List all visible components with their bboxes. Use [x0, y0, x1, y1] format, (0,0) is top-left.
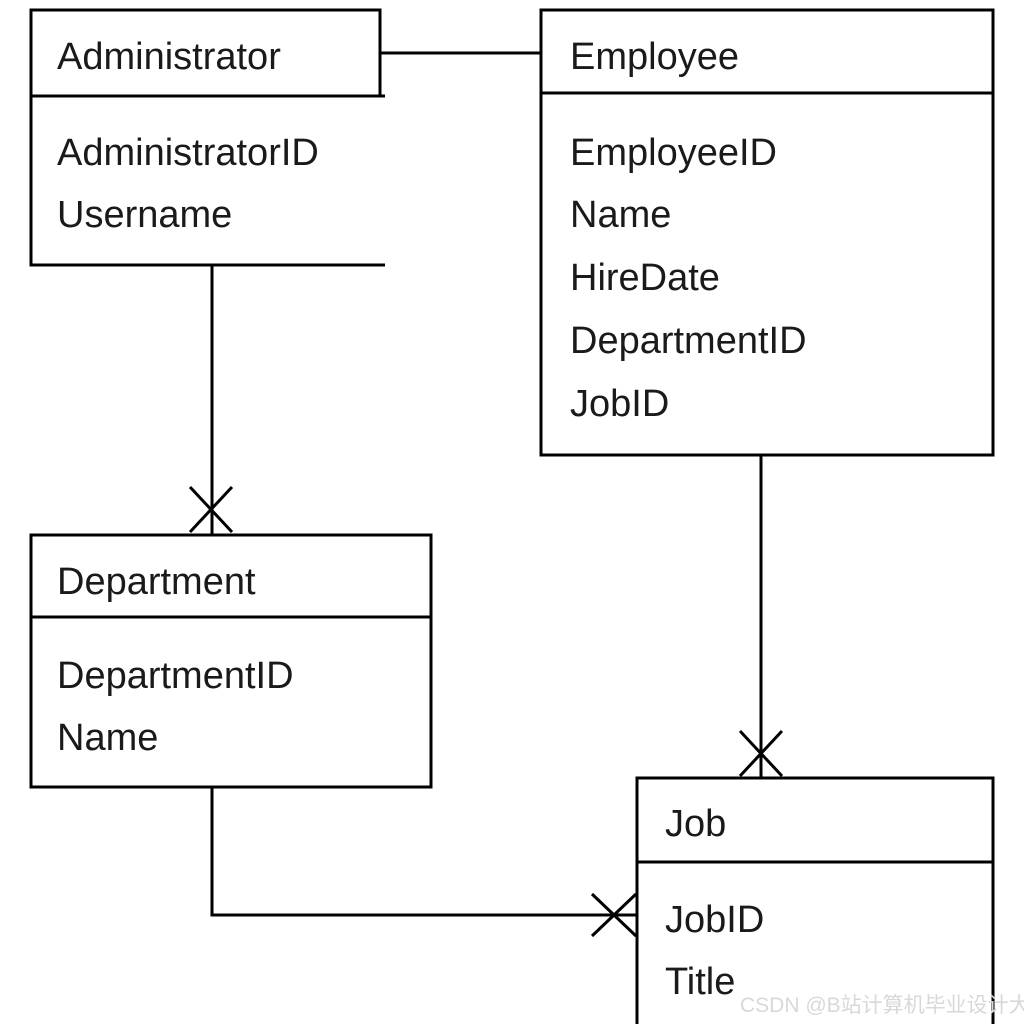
entity-employee-attr-1: Name	[570, 194, 671, 236]
entity-department-title: Department	[57, 561, 256, 603]
entity-employee-attr-0: EmployeeID	[570, 132, 777, 174]
entity-employee-attr-2: HireDate	[570, 257, 720, 299]
crowfoot-many-icon-department-top	[188, 485, 234, 534]
entity-department-attr-1: Name	[57, 717, 158, 759]
relationship-administrator-department[interactable]	[188, 265, 234, 535]
entity-administrator-body-box	[29, 94, 385, 267]
entity-department-attr-0: DepartmentID	[57, 655, 294, 697]
entity-department[interactable]: Department DepartmentID Name	[29, 533, 433, 789]
entity-employee[interactable]: Employee EmployeeID Name HireDate Depart…	[539, 8, 995, 457]
connector-line-department-job	[210, 787, 639, 917]
entity-job[interactable]: Job JobID Title	[635, 776, 995, 1024]
entity-administrator-attr-1: Username	[57, 194, 232, 236]
entity-job-attr-1: Title	[665, 961, 735, 1003]
crowfoot-many-icon-job-top	[738, 729, 784, 778]
entity-department-box	[29, 533, 433, 789]
entity-job-title: Job	[665, 803, 726, 845]
watermark-label: CSDN @B站计算机毕业设计大学	[740, 994, 1024, 1017]
relationship-department-job[interactable]	[210, 787, 639, 938]
entity-job-box	[635, 776, 995, 1024]
entity-administrator-title: Administrator	[57, 36, 281, 78]
entity-employee-box	[539, 8, 995, 457]
entity-administrator-attr-0: AdministratorID	[57, 132, 319, 174]
entity-job-attr-0: JobID	[665, 899, 764, 941]
entity-employee-attr-3: DepartmentID	[570, 320, 807, 362]
entity-employee-title: Employee	[570, 36, 739, 78]
entity-administrator-header-box	[29, 8, 382, 98]
crowfoot-many-icon-job-left	[590, 892, 638, 938]
entity-administrator[interactable]: Administrator AdministratorID Username	[29, 8, 385, 267]
entity-employee-attr-4: JobID	[570, 383, 669, 425]
relationship-employee-job[interactable]	[738, 455, 784, 779]
